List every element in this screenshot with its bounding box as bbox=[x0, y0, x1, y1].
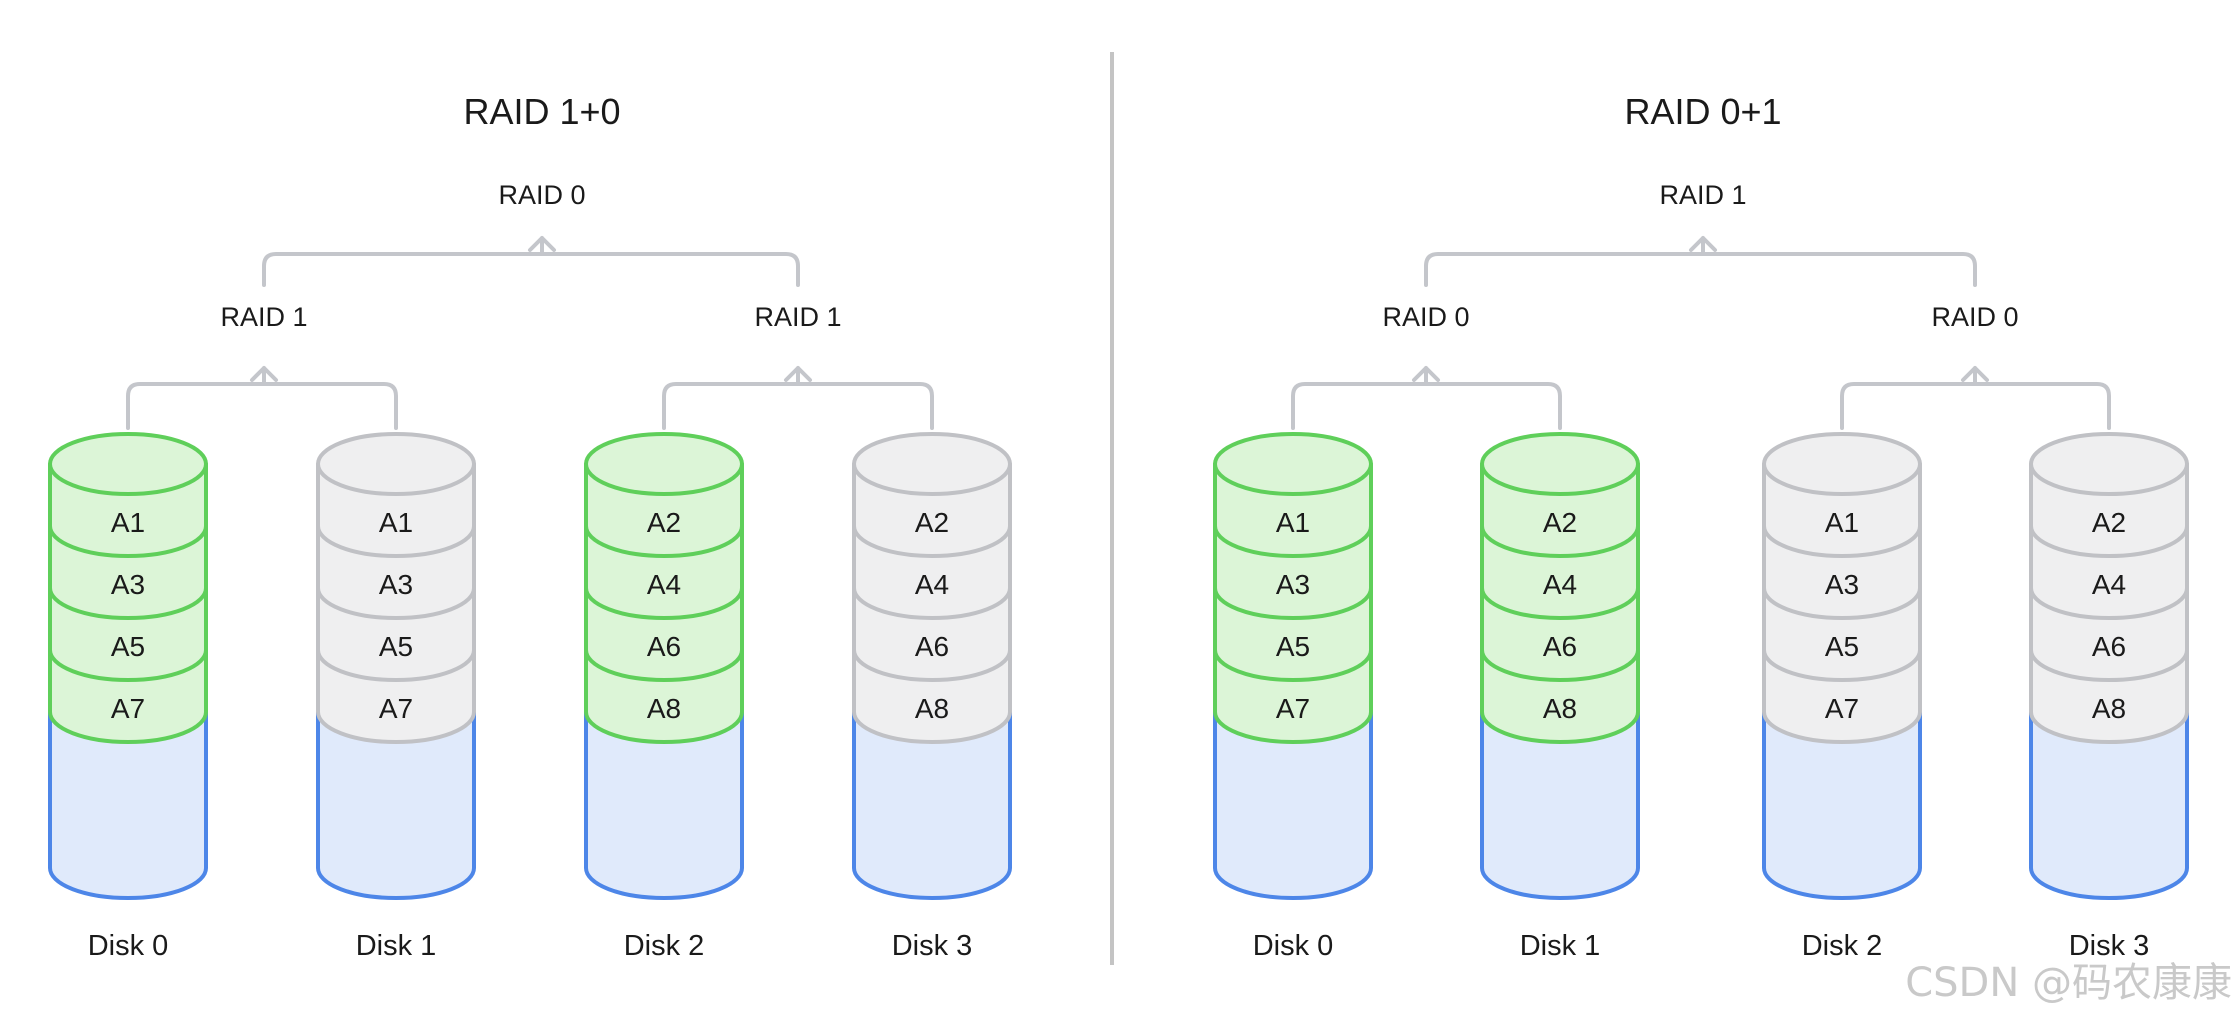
disk-block-label: A6 bbox=[2092, 631, 2126, 662]
disk-top-cap bbox=[852, 432, 1012, 496]
disk-block-label: A8 bbox=[647, 693, 681, 724]
disk-block-label: A5 bbox=[379, 631, 413, 662]
disk-block-label: A2 bbox=[915, 507, 949, 538]
disk-block-label: A7 bbox=[1276, 693, 1310, 724]
left-connectors bbox=[126, 236, 934, 430]
disk-label: Disk 3 bbox=[2069, 930, 2150, 962]
disk-block-label: A5 bbox=[1825, 631, 1859, 662]
disk-base-storage bbox=[1213, 710, 1373, 900]
disk-block-label: A6 bbox=[1543, 631, 1577, 662]
disk-block-label: A5 bbox=[1276, 631, 1310, 662]
right-top-level-label: RAID 1 bbox=[1659, 180, 1746, 210]
disk-block-label: A2 bbox=[2092, 507, 2126, 538]
left-group-a-arrow bbox=[250, 366, 278, 386]
disk-block-label: A4 bbox=[1543, 569, 1577, 600]
disk-block-label: A8 bbox=[1543, 693, 1577, 724]
disk-block-label: A1 bbox=[111, 507, 145, 538]
right-group-a-connector bbox=[1291, 382, 1562, 430]
right-group-b-label: RAID 0 bbox=[1931, 302, 2018, 332]
disk-block-label: A2 bbox=[647, 507, 681, 538]
disk-block-label: A7 bbox=[111, 693, 145, 724]
disk-block-label: A7 bbox=[1825, 693, 1859, 724]
disk-top-cap bbox=[48, 432, 208, 496]
disk-base-storage bbox=[1480, 710, 1640, 900]
left-group-a-label: RAID 1 bbox=[220, 302, 307, 332]
disk-top-cap bbox=[2029, 432, 2189, 496]
left-group-a-connector bbox=[126, 382, 398, 430]
disk-label: Disk 1 bbox=[356, 930, 437, 962]
disk-block-label: A1 bbox=[1825, 507, 1859, 538]
disk-top-cap bbox=[1480, 432, 1640, 496]
disk-block-label: A1 bbox=[379, 507, 413, 538]
disk-block-label: A6 bbox=[647, 631, 681, 662]
right-top-connector bbox=[1424, 252, 1977, 287]
disk-top-cap bbox=[1762, 432, 1922, 496]
left-group-b-label: RAID 1 bbox=[754, 302, 841, 332]
disk-block-label: A5 bbox=[111, 631, 145, 662]
right-group-b-arrow bbox=[1961, 366, 1989, 386]
right-group-a-label: RAID 0 bbox=[1382, 302, 1469, 332]
right-group-b-connector bbox=[1840, 382, 2111, 430]
disk-base-storage bbox=[316, 710, 476, 900]
disk-block-label: A3 bbox=[111, 569, 145, 600]
disk-block-label: A7 bbox=[379, 693, 413, 724]
disk-block-label: A4 bbox=[915, 569, 949, 600]
disk-block-label: A1 bbox=[1276, 507, 1310, 538]
disk-block-label: A8 bbox=[915, 693, 949, 724]
right-top-arrow bbox=[1689, 236, 1717, 256]
disk-top-cap bbox=[1213, 432, 1373, 496]
disk-base-storage bbox=[1762, 710, 1922, 900]
left-top-arrow bbox=[528, 236, 556, 256]
disk-base-storage bbox=[2029, 710, 2189, 900]
disk-top-cap bbox=[584, 432, 744, 496]
disk-base-storage bbox=[584, 710, 744, 900]
disk-block-label: A4 bbox=[647, 569, 681, 600]
disk-block-label: A8 bbox=[2092, 693, 2126, 724]
disk-base-storage bbox=[852, 710, 1012, 900]
disk-block-label: A3 bbox=[1825, 569, 1859, 600]
disk-label: Disk 2 bbox=[624, 930, 705, 962]
disk-block-label: A3 bbox=[1276, 569, 1310, 600]
left-top-level-label: RAID 0 bbox=[498, 180, 585, 210]
disk-label: Disk 3 bbox=[892, 930, 973, 962]
disk-block-label: A4 bbox=[2092, 569, 2126, 600]
disk-block-label: A2 bbox=[1543, 507, 1577, 538]
disk-label: Disk 1 bbox=[1520, 930, 1601, 962]
right-connectors bbox=[1291, 236, 2111, 430]
disk-label: Disk 2 bbox=[1802, 930, 1883, 962]
right-section-title: RAID 0+1 bbox=[1624, 91, 1781, 132]
disk-block-label: A6 bbox=[915, 631, 949, 662]
disk-top-cap bbox=[316, 432, 476, 496]
disk-base-storage bbox=[48, 710, 208, 900]
left-top-connector bbox=[262, 252, 800, 287]
disk-label: Disk 0 bbox=[1253, 930, 1334, 962]
left-group-b-arrow bbox=[784, 366, 812, 386]
watermark-text: CSDN @码农康康 bbox=[1905, 960, 2232, 1006]
left-group-b-connector bbox=[662, 382, 934, 430]
left-section-title: RAID 1+0 bbox=[463, 91, 620, 132]
right-group-a-arrow bbox=[1412, 366, 1440, 386]
disk-label: Disk 0 bbox=[88, 930, 169, 962]
disk-block-label: A3 bbox=[379, 569, 413, 600]
